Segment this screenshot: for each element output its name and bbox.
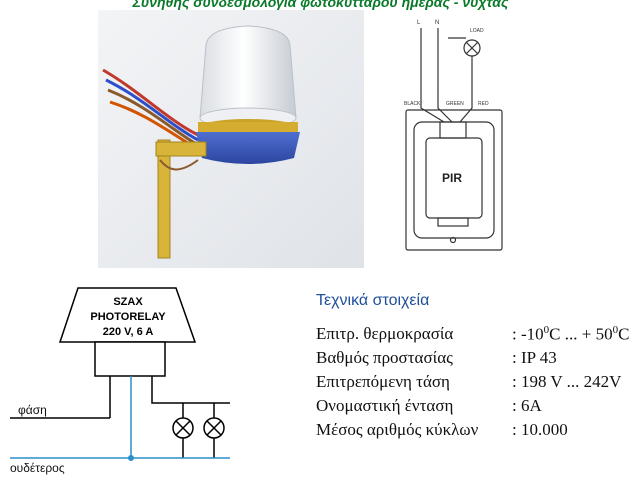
- green-label: GREEN: [446, 101, 464, 107]
- spec-label-temperature: Επιτρ. θερμοκρασία: [316, 324, 454, 343]
- page-title: Συνήθης συνδεσμολογία φωτοκύτταρου ημέρα…: [132, 0, 509, 10]
- black-label: BLACK: [404, 101, 421, 107]
- degree-sup-2: 0: [612, 324, 619, 336]
- temp-unit: C: [618, 324, 630, 344]
- spec-label-voltage: Επιτρεπόμενη τάση: [316, 372, 450, 391]
- photocell-illustration: [98, 10, 364, 268]
- technical-specs: Τεχνικά στοιχεία Επιτρ. θερμοκρασία : -1…: [310, 292, 641, 478]
- spec-value-protection: : IP 43: [512, 348, 557, 367]
- wiring-diagram-drawing: L N LOAD BLACK GREEN RED PIR: [404, 20, 503, 251]
- photorelay-base: [94, 341, 166, 377]
- neutral-label: ουδέτερος: [10, 461, 65, 475]
- device-type: PHOTORELAY: [90, 311, 166, 323]
- spec-value-temperature: : -100C ... + 500C: [512, 324, 629, 345]
- spec-label-cycles: Μέσος αριθμός κύκλων: [316, 420, 479, 439]
- spec-label-current: Ονομαστική ένταση: [316, 396, 454, 415]
- circuit-schematic: SZAX PHOTORELAY 220 V, 6 A φάση ουδέτερο…: [0, 278, 290, 478]
- l-label: L: [417, 20, 421, 26]
- specs-heading: Τεχνικά στοιχεία: [316, 292, 430, 309]
- device-name: SZAX: [113, 296, 143, 308]
- wiring-diagram: L N LOAD BLACK GREEN RED PIR: [366, 10, 540, 268]
- pir-label: PIR: [442, 171, 462, 185]
- temp-min: : -10: [512, 324, 544, 344]
- spec-value-current: : 6A: [512, 396, 542, 415]
- photorelay-housing: [58, 287, 197, 343]
- device-rating: 220 V, 6 A: [103, 326, 154, 338]
- spec-value-voltage: : 198 V ... 242V: [512, 372, 622, 391]
- degree-sup-1: 0: [543, 324, 550, 336]
- photocell-photo: [98, 10, 364, 268]
- phase-label: φάση: [18, 403, 47, 417]
- neutral-junction: [128, 455, 134, 461]
- spec-value-cycles: : 10.000: [512, 420, 568, 439]
- circuit-drawing: SZAX PHOTORELAY 220 V, 6 A φάση ουδέτερο…: [10, 287, 230, 475]
- temp-max: C ... + 50: [549, 324, 613, 344]
- spec-label-protection: Βαθμός προστασίας: [316, 348, 453, 367]
- n-label: N: [435, 20, 439, 26]
- red-label: RED: [478, 101, 489, 107]
- load-label: LOAD: [470, 28, 484, 34]
